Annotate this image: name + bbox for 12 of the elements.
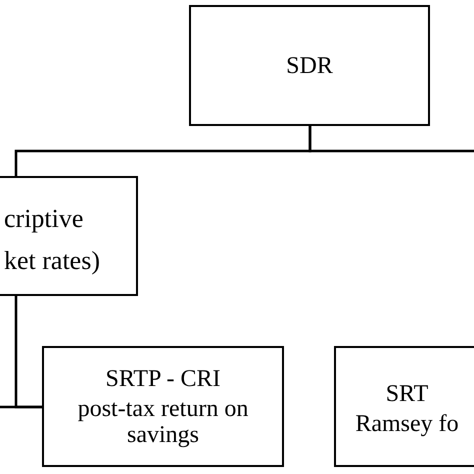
box-heading: SRT — [386, 380, 428, 408]
box-heading: SRTP - CRI — [105, 364, 221, 394]
connector-line — [0, 406, 42, 408]
box-text: post-tax return on savings — [76, 396, 250, 448]
box-text: Ramsey fo — [354, 410, 460, 436]
box-heading: criptive ket rates) — [4, 203, 102, 277]
box-heading: SDR — [286, 52, 333, 80]
text-box — [334, 346, 474, 467]
connector-line — [308, 126, 474, 152]
text-box — [189, 5, 430, 126]
text-box — [42, 346, 284, 467]
text-box — [0, 176, 138, 296]
